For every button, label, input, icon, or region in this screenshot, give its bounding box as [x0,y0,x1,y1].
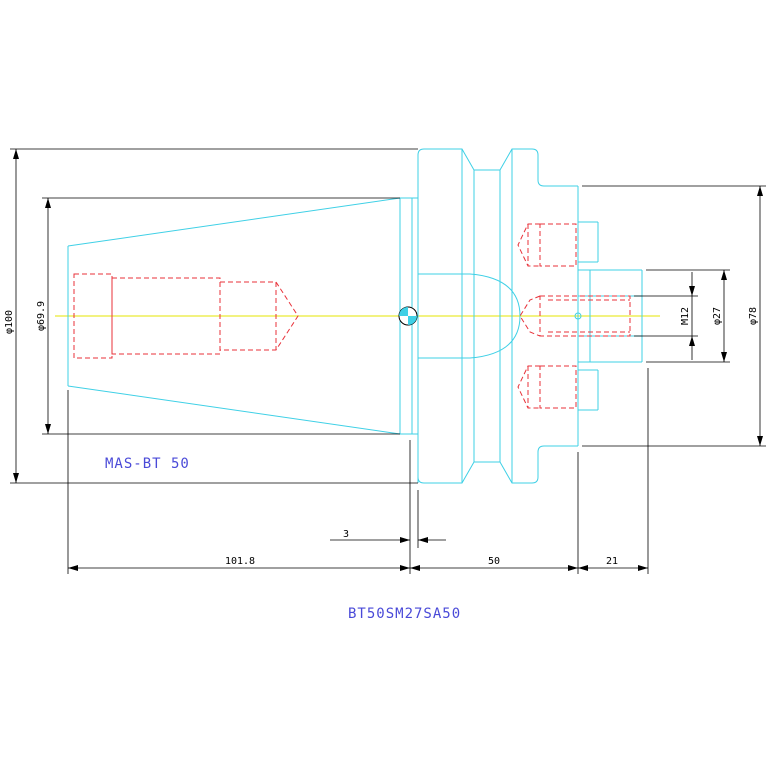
dim-length-21: 21 [606,556,618,567]
flange-body [411,148,643,484]
dim-length-50: 50 [488,556,500,567]
hidden-features [73,223,631,409]
dim-phi78: φ78 [748,307,759,325]
dim-phi69-9: φ69.9 [36,301,47,331]
dim-phi27: φ27 [712,307,723,325]
dim-length-3: 3 [343,529,349,540]
holder-name-label: MAS-BT 50 [105,456,190,472]
part-number-label: BT50SM27SA50 [348,606,461,622]
gauge-point-marker [398,306,582,326]
dim-length-101-8: 101.8 [225,556,255,567]
dim-phi100: φ100 [4,310,15,334]
dimension-arrows [13,149,763,571]
dimension-lines [10,148,766,574]
dim-m12: M12 [680,307,691,325]
